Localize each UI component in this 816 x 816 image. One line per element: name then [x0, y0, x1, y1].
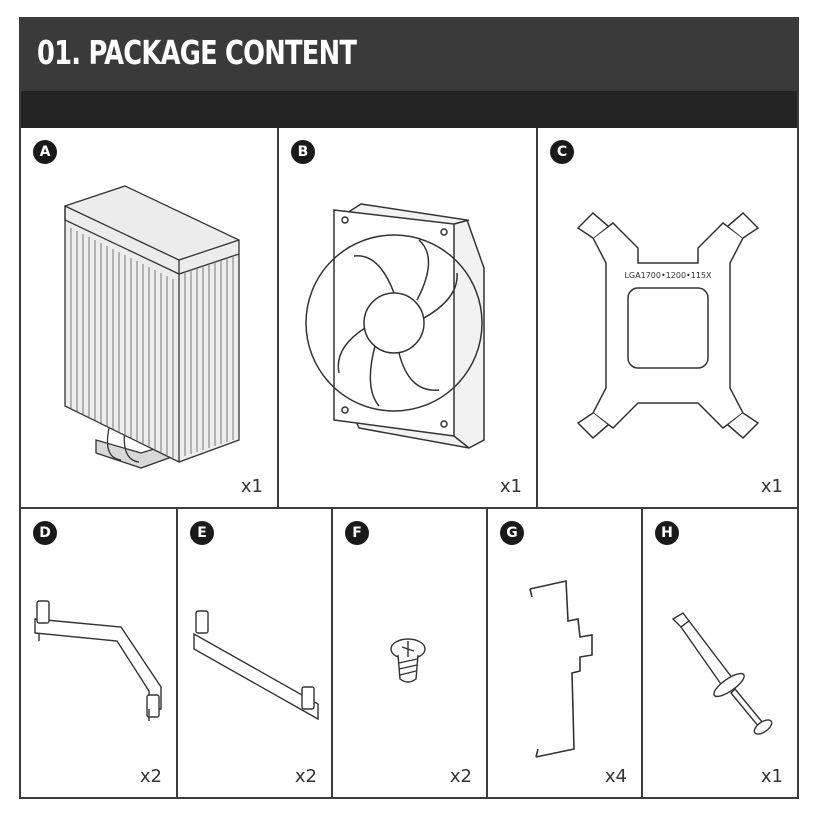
section-header: 01. PACKAGE CONTENT: [21, 19, 797, 91]
item-quantity: x2: [140, 766, 162, 787]
item-quantity: x2: [295, 766, 317, 787]
cpu-heatsink-icon: [21, 128, 279, 509]
item-a: A x1: [21, 128, 279, 509]
contents-grid: A x1 B: [21, 128, 797, 797]
item-quantity: x1: [761, 766, 783, 787]
item-quantity: x2: [450, 766, 472, 787]
item-quantity: x1: [500, 476, 522, 497]
case-fan-icon: [279, 128, 538, 509]
item-quantity: x1: [241, 476, 263, 497]
header-subbar: [21, 91, 797, 128]
item-g: G x4: [488, 509, 643, 797]
thermal-paste-syringe-icon: [643, 509, 797, 797]
fan-clip-icon: [488, 509, 643, 797]
item-quantity: x1: [761, 476, 783, 497]
backplate-icon: LGA1700•1200•115X: [538, 128, 797, 509]
item-e: E x2: [178, 509, 333, 797]
item-quantity: x4: [605, 766, 627, 787]
mounting-bracket-icon: [21, 509, 178, 797]
socket-label: LGA1700•1200•115X: [624, 271, 712, 280]
mounting-bar-icon: [178, 509, 333, 797]
screw-icon: [333, 509, 488, 797]
item-d: D x2: [21, 509, 178, 797]
item-h: H x1: [643, 509, 797, 797]
section-title: 01. PACKAGE CONTENT: [37, 33, 356, 72]
package-content-panel: 01. PACKAGE CONTENT A: [19, 17, 799, 799]
item-f: F x2: [333, 509, 488, 797]
item-b: B x1: [279, 128, 538, 509]
item-c: C LGA1700•1200•115X x1: [538, 128, 797, 509]
